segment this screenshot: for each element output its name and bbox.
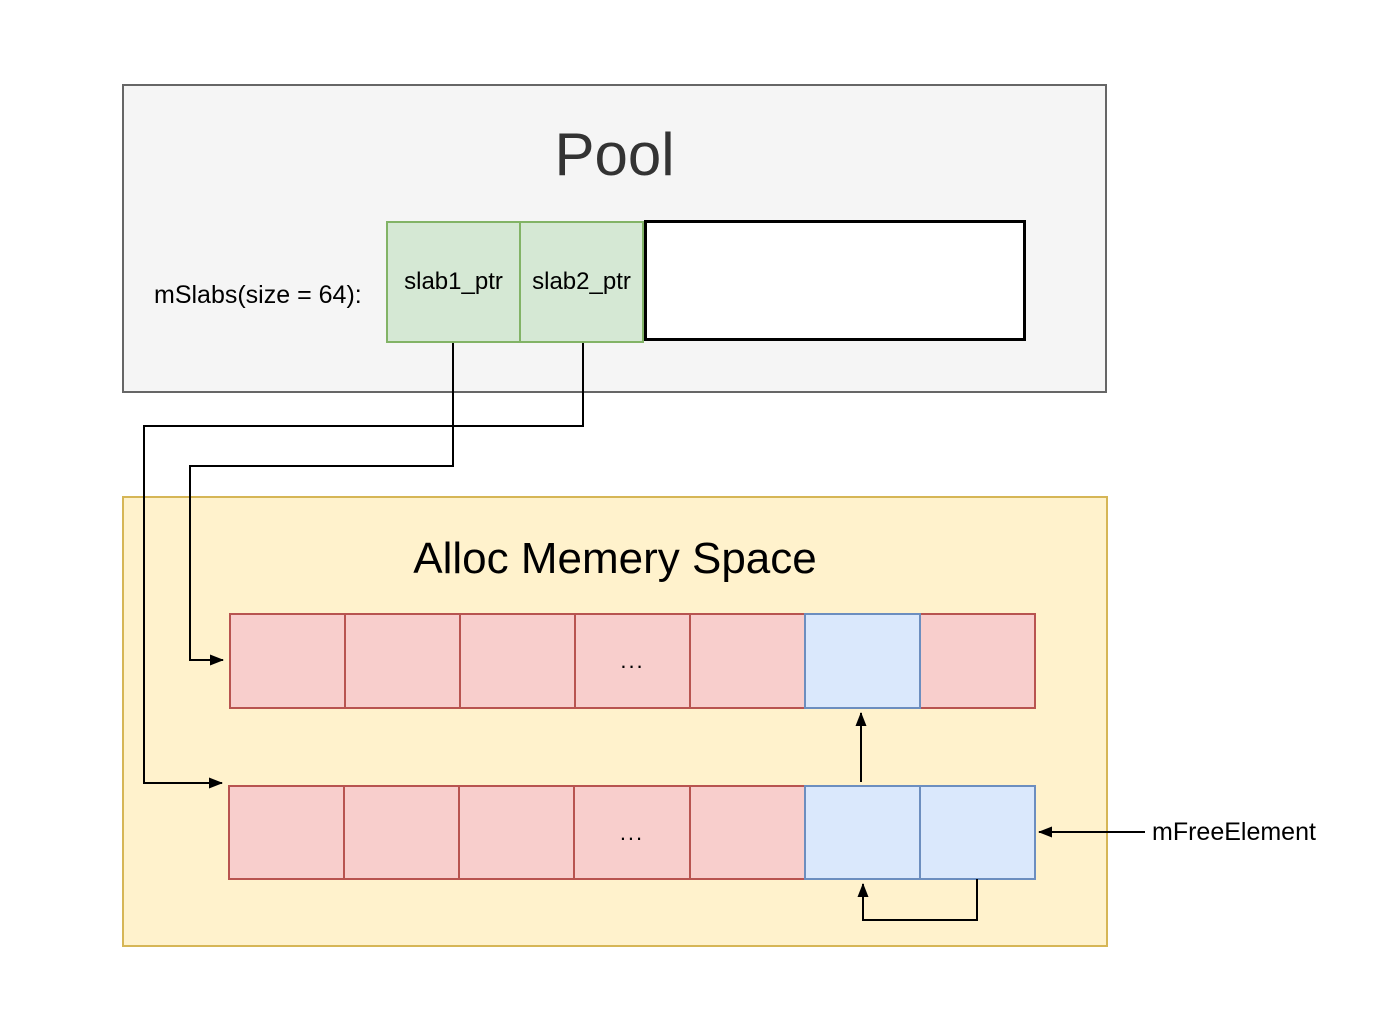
memory-cell-ellipsis: ... [574, 613, 691, 709]
mslabs-label: mSlabs(size = 64): [154, 281, 362, 309]
pool-title: Pool [554, 121, 675, 188]
memory-cell [343, 785, 461, 880]
memory-cell [688, 785, 806, 880]
memory-cell [459, 613, 576, 709]
slab1-memory-row: ... [229, 613, 1036, 709]
slab1-ptr-cell: slab1_ptr [386, 221, 521, 343]
empty-slab-cell [644, 220, 1026, 341]
memory-cell [229, 613, 346, 709]
free-element-label: mFreeElement [1152, 818, 1316, 846]
memory-cell [919, 613, 1036, 709]
memory-cell [344, 613, 461, 709]
memory-cell-free [804, 613, 921, 709]
slab-pointer-array: slab1_ptr slab2_ptr [386, 221, 644, 343]
pool-box: Pool mSlabs(size = 64): slab1_ptr slab2_… [122, 84, 1107, 393]
memory-cell [689, 613, 806, 709]
memory-cell [458, 785, 576, 880]
slab2-memory-row: ... [228, 785, 1036, 880]
memory-cell-free [918, 785, 1036, 880]
alloc-memory-space-box: Alloc Memery Space ... ... [122, 496, 1108, 947]
memory-cell [228, 785, 346, 880]
slab2-ptr-cell: slab2_ptr [519, 221, 644, 343]
memory-cell-ellipsis: ... [573, 785, 691, 880]
alloc-memory-space-title: Alloc Memery Space [413, 534, 817, 583]
memory-cell-free [803, 785, 921, 880]
